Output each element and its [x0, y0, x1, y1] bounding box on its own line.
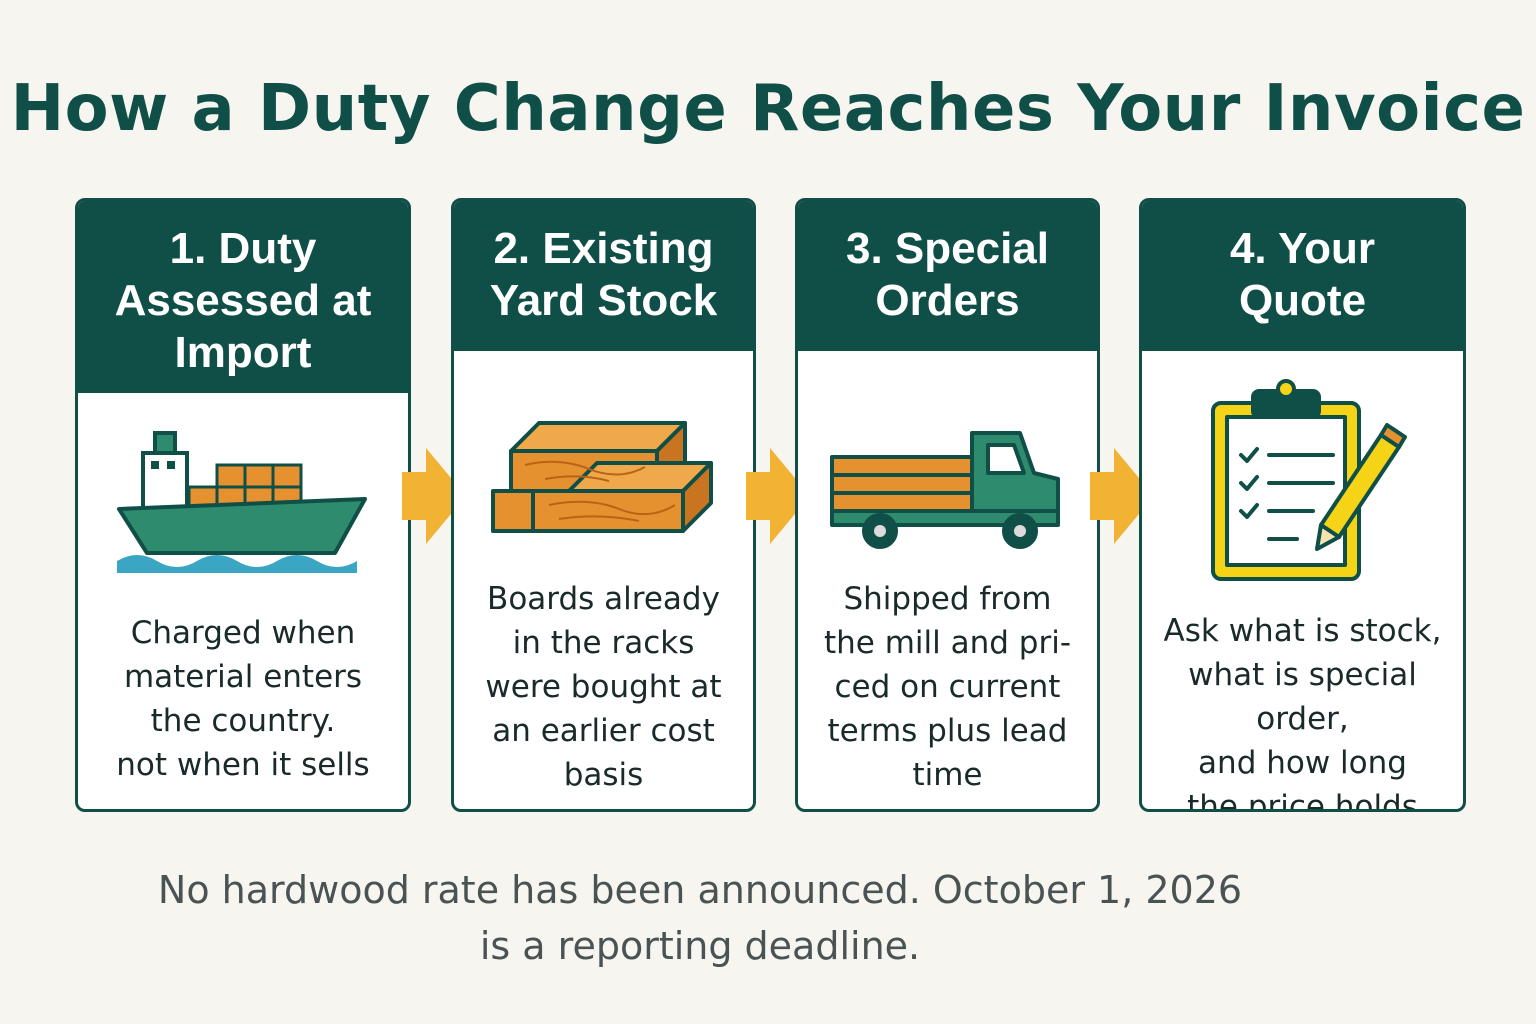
step-title-line: Quote	[1238, 276, 1367, 325]
step-description-line: were bought at	[485, 669, 722, 705]
page-title: How a Duty Change Reaches Your Invoice	[10, 72, 1526, 146]
step-description-line: what is special order,	[1188, 657, 1417, 737]
step-header: 2. Existing Yard Stock	[454, 201, 753, 351]
footnote-line: is a reporting deadline.	[479, 924, 921, 968]
step-description: Ask what is stock, what is special order…	[1150, 609, 1455, 812]
step-description-line: terms plus lead	[827, 713, 1068, 749]
step-description-line: time	[912, 757, 983, 793]
step-description-line: an earlier cost	[492, 713, 715, 749]
lumber-truck-icon	[798, 427, 1097, 557]
step-card-existing-yard-stock: 2. Existing Yard Stock	[451, 198, 756, 812]
step-description-line: the price holds	[1187, 789, 1418, 812]
step-description-line: Shipped from	[843, 581, 1052, 617]
step-title-line: Assessed at	[114, 276, 372, 325]
cargo-ship-icon	[78, 429, 408, 579]
step-description: Boards already in the racks were bought …	[462, 577, 745, 797]
step-description-line: material enters	[123, 659, 363, 695]
step-header: 3. Special Orders	[798, 201, 1097, 351]
step-description-line: Ask what is stock,	[1163, 613, 1442, 649]
arrow-right-icon	[1090, 448, 1156, 548]
step-title-line: Import	[174, 328, 312, 377]
step-description: Charged when material enters the country…	[86, 611, 400, 787]
step-description-line: Charged when	[130, 615, 356, 651]
step-description-line: the mill and pri-	[823, 625, 1072, 661]
arrow-right-icon	[402, 448, 468, 548]
footnote: No hardwood rate has been announced. Oct…	[0, 862, 1400, 974]
step-description-line: and how long	[1198, 745, 1407, 781]
step-description: Shipped from the mill and pri- ced on cu…	[806, 577, 1089, 797]
footnote-line: No hardwood rate has been announced. Oct…	[157, 868, 1243, 912]
step-header: 4. Your Quote	[1142, 201, 1463, 351]
step-description-line: basis	[563, 757, 644, 793]
step-card-duty-assessed: 1. Duty Assessed at Import Charged when …	[75, 198, 411, 812]
step-card-special-orders: 3. Special Orders Shipped from the mill …	[795, 198, 1100, 812]
step-description-line: ced on current	[834, 669, 1061, 705]
step-card-your-quote: 4. Your Quote	[1139, 198, 1466, 812]
step-title-line: 2. Existing	[493, 224, 714, 273]
arrow-right-icon	[746, 448, 812, 548]
step-title-line: Yard Stock	[489, 276, 718, 325]
step-title-line: 1. Duty	[169, 224, 317, 273]
step-description-line: the country.	[150, 703, 336, 739]
clipboard-pencil-icon	[1142, 377, 1463, 587]
step-title-line: 3. Special	[845, 224, 1049, 273]
step-title-line: Orders	[875, 276, 1020, 325]
step-description-line: not when it sells	[116, 747, 370, 783]
step-title-line: 4. Your	[1229, 224, 1376, 273]
step-description-line: Boards already	[487, 581, 720, 617]
step-description-line: in the racks	[512, 625, 695, 661]
lumber-stack-icon	[454, 387, 753, 537]
step-header: 1. Duty Assessed at Import	[78, 201, 408, 393]
